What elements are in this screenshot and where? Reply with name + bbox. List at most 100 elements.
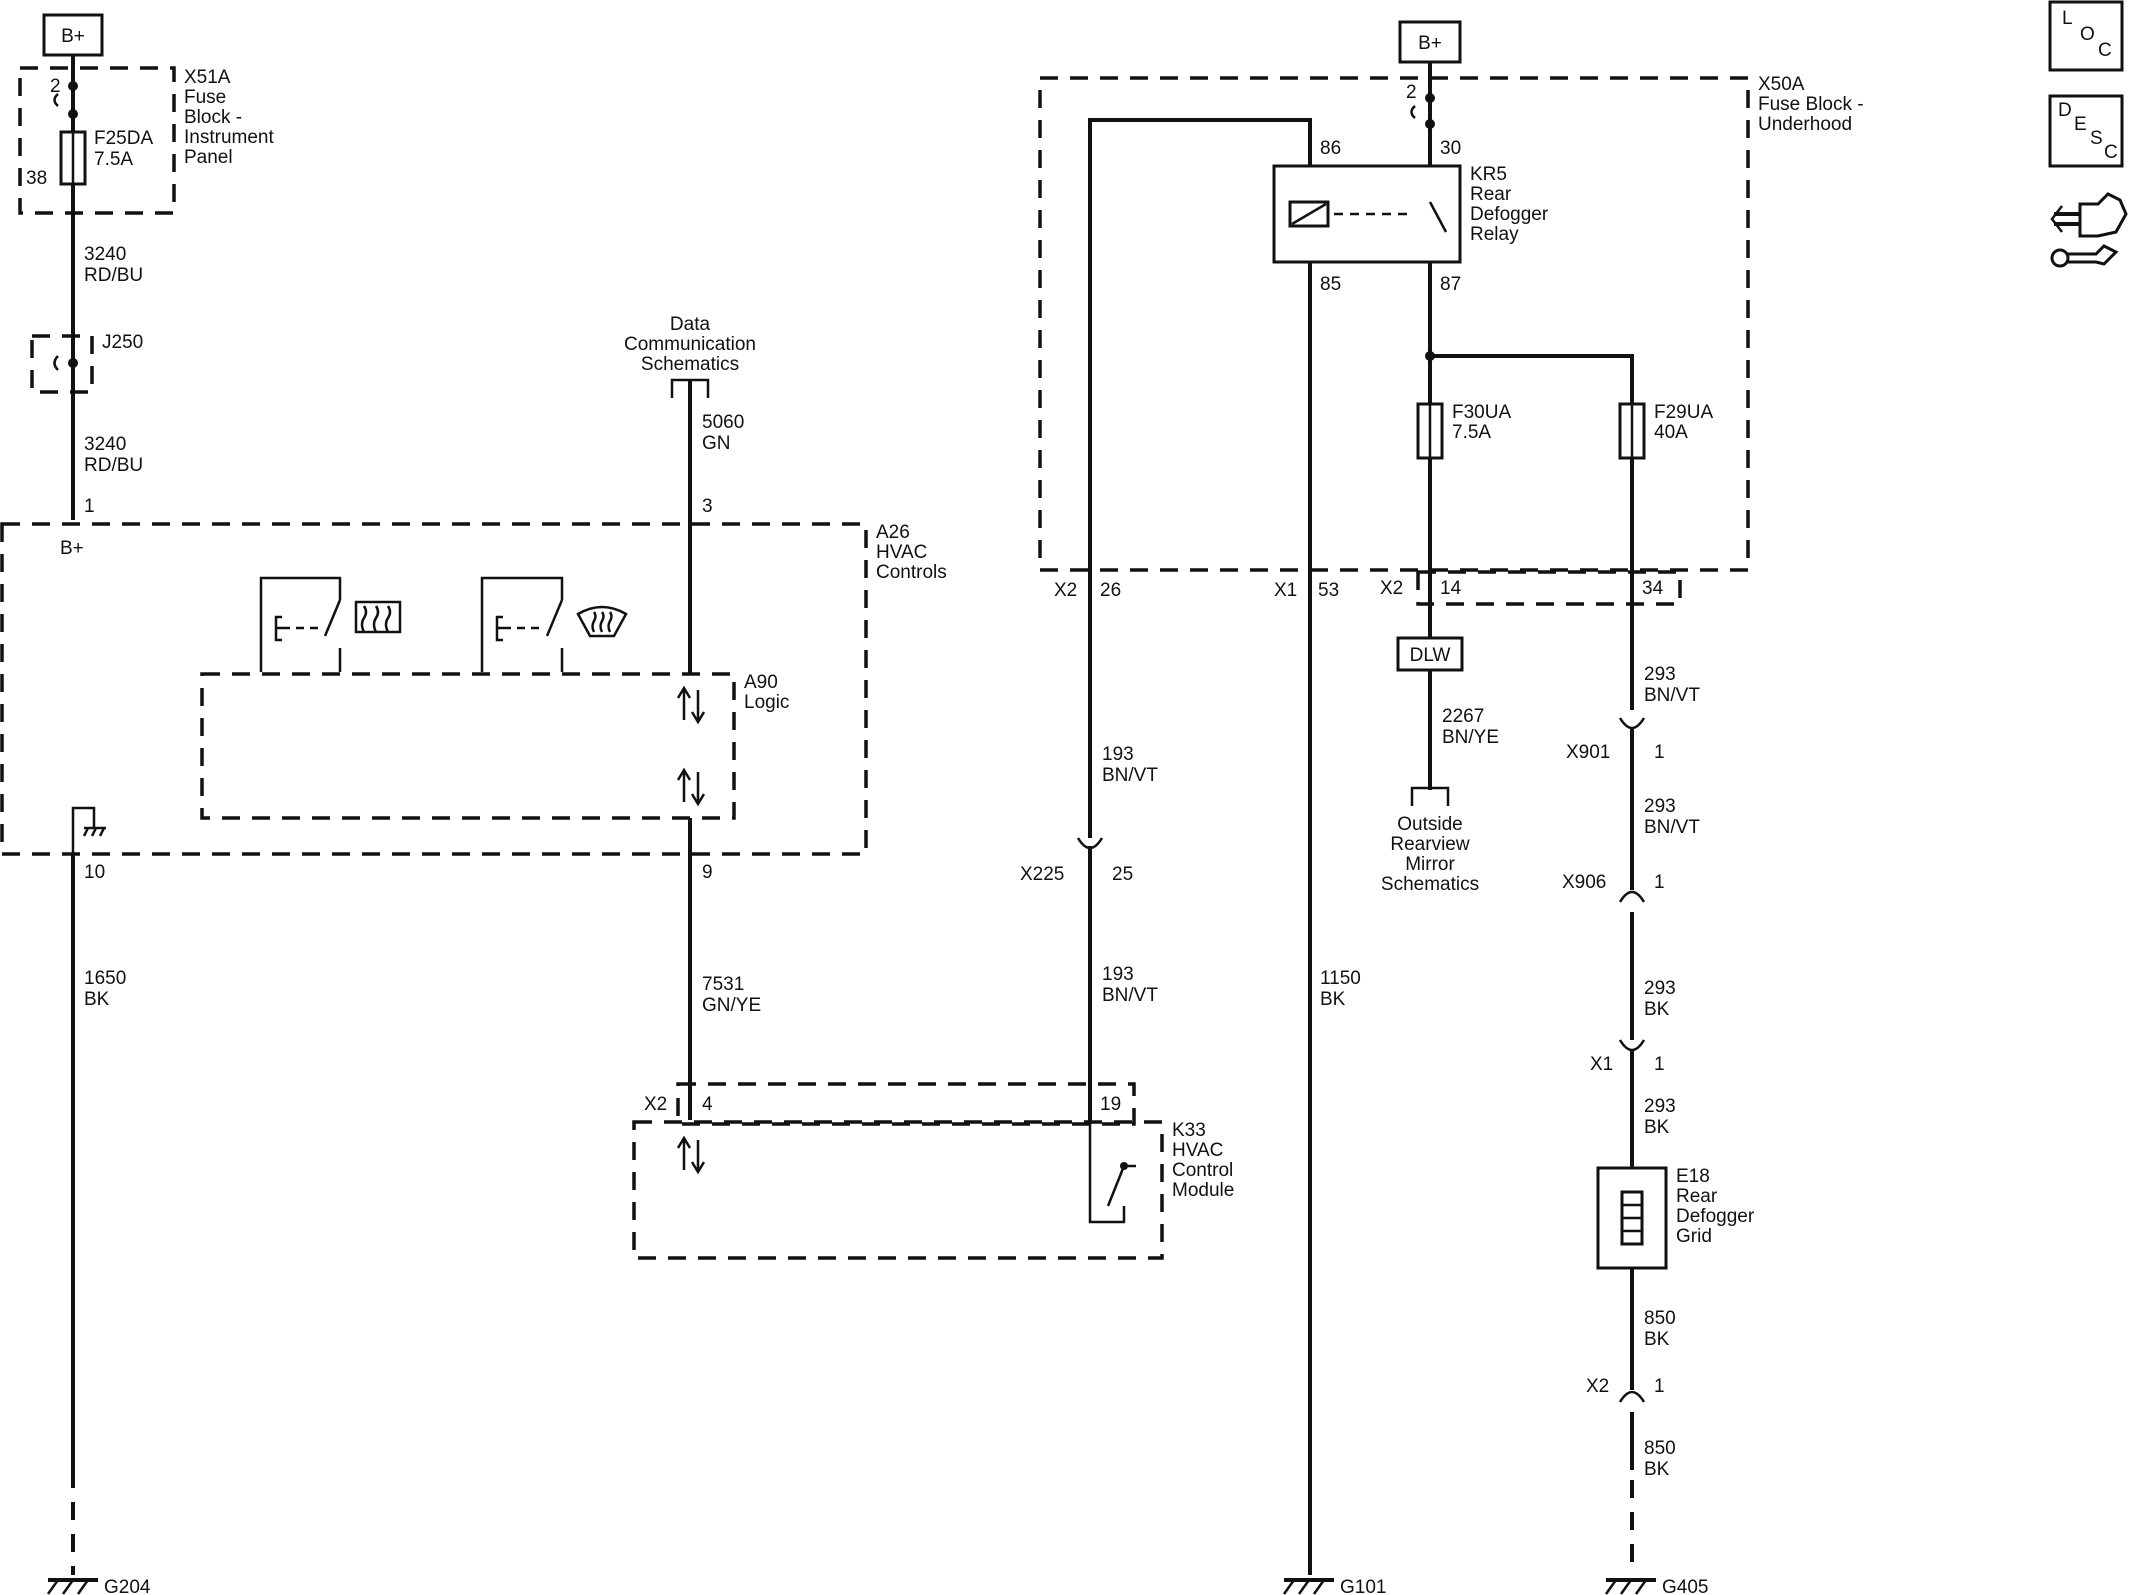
svg-text:X906: X906 <box>1562 872 1606 893</box>
svg-text:BK: BK <box>84 989 110 1010</box>
svg-text:Instrument: Instrument <box>184 127 274 148</box>
svg-text:1: 1 <box>1654 742 1665 763</box>
svg-text:X225: X225 <box>1020 864 1064 885</box>
svg-text:3: 3 <box>702 496 713 517</box>
kr5-coil <box>1288 200 1448 233</box>
svg-text:RD/BU: RD/BU <box>84 455 143 476</box>
data-communication-schematics-ref: Data Communication Schematics <box>624 314 756 398</box>
svg-text:Defogger: Defogger <box>1676 1206 1755 1227</box>
svg-text:53: 53 <box>1318 580 1339 601</box>
svg-text:X1: X1 <box>1274 580 1297 601</box>
svg-text:J250: J250 <box>102 332 143 353</box>
svg-text:BK: BK <box>1644 1459 1670 1480</box>
svg-text:HVAC: HVAC <box>876 542 927 563</box>
svg-text:Rear: Rear <box>1676 1186 1718 1207</box>
svg-text:3240: 3240 <box>84 244 126 265</box>
svg-text:Block -: Block - <box>184 107 242 128</box>
svg-text:Fuse: Fuse <box>184 87 226 108</box>
k33-data-arrow <box>676 1135 706 1175</box>
svg-text:Relay: Relay <box>1470 224 1519 245</box>
svg-text:Controls: Controls <box>876 562 947 583</box>
svg-text:E: E <box>2074 114 2087 135</box>
svg-text:Panel: Panel <box>184 147 233 168</box>
svg-text:RD/BU: RD/BU <box>84 265 143 286</box>
svg-text:Communication: Communication <box>624 334 756 355</box>
svg-text:BN/VT: BN/VT <box>1644 817 1700 838</box>
svg-text:A90: A90 <box>744 672 778 693</box>
svg-text:Schematics: Schematics <box>641 354 739 375</box>
svg-text:25: 25 <box>1112 864 1133 885</box>
svg-text:X1: X1 <box>1590 1054 1613 1075</box>
svg-text:GN/YE: GN/YE <box>702 995 761 1016</box>
x51a-fuse-block-outline <box>18 66 176 215</box>
a26-label: A26 HVAC Controls <box>876 522 947 583</box>
svg-text:BK: BK <box>1644 999 1670 1020</box>
power-bplus-left: B+ <box>42 13 104 57</box>
svg-text:C: C <box>2098 40 2112 61</box>
svg-text:F29UA: F29UA <box>1654 402 1713 423</box>
front-defrost-switch <box>480 576 564 672</box>
e18-rear-defogger-grid <box>1596 1166 1668 1270</box>
j250-splice: J250 <box>30 332 143 394</box>
rear-defrost-icon <box>354 600 402 634</box>
svg-text:X51A: X51A <box>184 67 231 88</box>
svg-text:40A: 40A <box>1654 422 1688 443</box>
svg-text:4: 4 <box>702 1094 713 1115</box>
e18-label: E18 Rear Defogger Grid <box>1676 1166 1755 1247</box>
ground-g405: G405 <box>1604 1577 1708 1595</box>
svg-text:X2: X2 <box>1586 1376 1609 1397</box>
k33-label: K33 HVAC Control Module <box>1172 1120 1234 1201</box>
svg-text:DLW: DLW <box>1410 645 1451 666</box>
svg-text:Fuse Block -: Fuse Block - <box>1758 94 1864 115</box>
svg-text:Schematics: Schematics <box>1381 874 1479 895</box>
x1-connector: X1 1 <box>1590 1039 1665 1075</box>
power-bplus-right: B+ <box>1398 20 1462 64</box>
svg-text:19: 19 <box>1100 1094 1121 1115</box>
svg-text:9: 9 <box>702 862 713 883</box>
svg-text:Underhood: Underhood <box>1758 114 1852 135</box>
svg-text:293: 293 <box>1644 664 1676 685</box>
svg-text:1: 1 <box>1654 1054 1665 1075</box>
svg-text:3240: 3240 <box>84 434 126 455</box>
dlw-option-box: DLW <box>1396 636 1464 672</box>
svg-text:193: 193 <box>1102 744 1134 765</box>
k33-hvac-control-module-outline <box>632 1120 1164 1260</box>
loc-button[interactable]: L O C <box>2048 0 2124 72</box>
svg-text:Rear: Rear <box>1470 184 1512 205</box>
svg-text:G101: G101 <box>1340 1577 1386 1595</box>
svg-text:1: 1 <box>1654 1376 1665 1397</box>
svg-text:293: 293 <box>1644 1096 1676 1117</box>
svg-text:L: L <box>2062 8 2073 29</box>
svg-text:X50A: X50A <box>1758 74 1805 95</box>
svg-text:193: 193 <box>1102 964 1134 985</box>
svg-text:BN/VT: BN/VT <box>1644 685 1700 706</box>
svg-text:KR5: KR5 <box>1470 164 1507 185</box>
connector-wrench-icon[interactable] <box>2050 192 2128 268</box>
data-arrow-lower <box>676 767 706 807</box>
svg-text:B+: B+ <box>61 26 85 47</box>
k33-connector-x2-outline <box>676 1082 1136 1126</box>
desc-button[interactable]: D E S C <box>2048 94 2124 168</box>
svg-text:G204: G204 <box>104 1577 151 1595</box>
svg-text:293: 293 <box>1644 978 1676 999</box>
x901-connector: X901 1 <box>1566 717 1665 763</box>
x51a-label: X51A Fuse Block - Instrument Panel <box>184 67 274 168</box>
svg-text:E18: E18 <box>1676 1166 1710 1187</box>
kr5-label: KR5 Rear Defogger Relay <box>1470 164 1549 245</box>
svg-text:1: 1 <box>1654 872 1665 893</box>
svg-text:Logic: Logic <box>744 692 789 713</box>
svg-text:10: 10 <box>84 862 105 883</box>
svg-text:BN/YE: BN/YE <box>1442 727 1499 748</box>
svg-text:BN/VT: BN/VT <box>1102 765 1158 786</box>
svg-text:2267: 2267 <box>1442 706 1484 727</box>
f29ua-fuse: F29UA 40A <box>1618 402 1713 460</box>
svg-text:Data: Data <box>670 314 711 335</box>
svg-text:Control: Control <box>1172 1160 1233 1181</box>
svg-text:C: C <box>2104 142 2118 163</box>
svg-text:2: 2 <box>50 76 61 97</box>
svg-text:7.5A: 7.5A <box>1452 422 1491 443</box>
svg-text:30: 30 <box>1440 138 1461 159</box>
svg-text:BK: BK <box>1644 1117 1670 1138</box>
svg-text:BK: BK <box>1320 989 1346 1010</box>
svg-text:Mirror: Mirror <box>1405 854 1455 875</box>
